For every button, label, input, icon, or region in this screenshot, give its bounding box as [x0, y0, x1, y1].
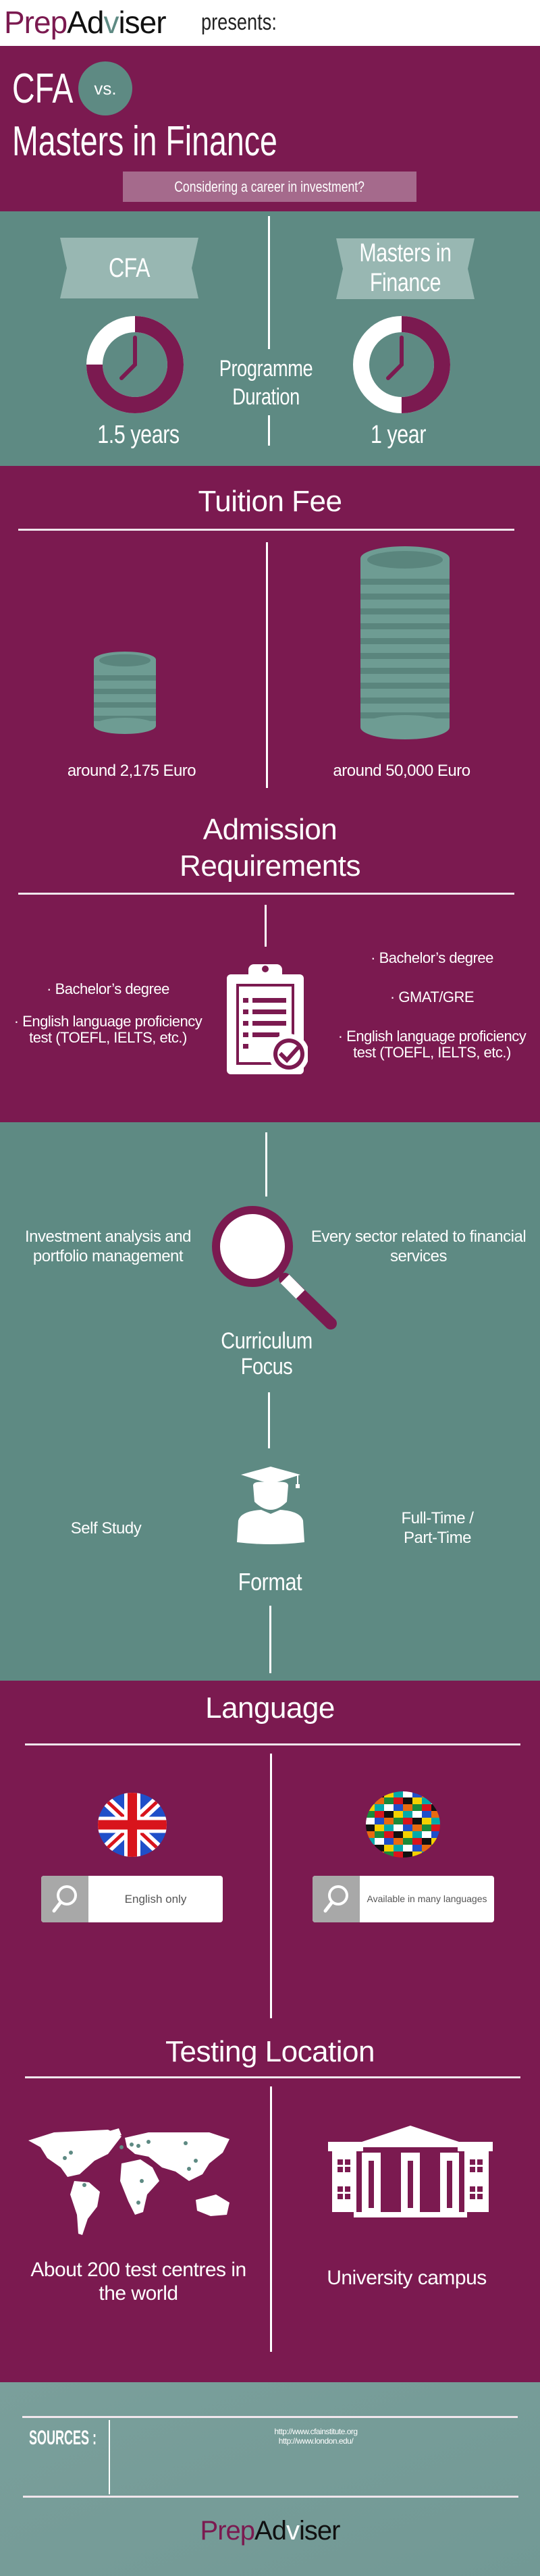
- clock-icon-masters: [353, 316, 450, 413]
- source-link[interactable]: http://www.london.edu/: [278, 2436, 354, 2446]
- many-languages-search-field[interactable]: Available in many languages: [313, 1876, 494, 1922]
- cfa-admission-list: · Bachelor’s degree · English language p…: [7, 981, 209, 1046]
- header: PrepAdviser presents:: [0, 0, 540, 46]
- source-link[interactable]: http://www.cfainstitute.org: [274, 2427, 358, 2436]
- sources-list: http://www.cfainstitute.org http://www.l…: [230, 2427, 402, 2446]
- divider: [268, 415, 270, 446]
- divider: [268, 1392, 270, 1448]
- requirement-item: · Bachelor’s degree: [371, 949, 493, 966]
- vs-badge: vs.: [78, 61, 132, 115]
- presents-label: presents:: [201, 9, 277, 35]
- title-masters: Masters in Finance: [12, 118, 277, 165]
- clipboard-check-icon: [227, 964, 308, 1074]
- graduate-icon: [237, 1467, 304, 1544]
- search-icon: [41, 1876, 88, 1922]
- divider: [22, 2416, 518, 2418]
- masters-duration-value: 1 year: [370, 421, 427, 449]
- testing-location-title: Testing Location: [165, 2035, 375, 2068]
- coin-stack-large-icon: [360, 546, 450, 739]
- world-flags-globe-icon: [366, 1791, 440, 1858]
- requirement-item: · GMAT/GRE: [389, 989, 475, 1005]
- cfa-tuition-value: around 2,175 Euro: [67, 762, 196, 780]
- format-label: Format: [238, 1568, 302, 1596]
- language-testing-section: Language English only Available in many …: [0, 1681, 540, 2382]
- cfa-duration-value: 1.5 years: [97, 421, 180, 449]
- masters-format: Full-Time /Part-Time: [401, 1509, 474, 1547]
- divider: [25, 1743, 520, 1745]
- masters-admission-list: · Bachelor’s degree · GMAT/GRE · English…: [331, 950, 533, 1061]
- english-only-search-field[interactable]: English only: [41, 1876, 223, 1922]
- divider: [109, 2420, 110, 2494]
- divider: [265, 1132, 267, 1197]
- divider: [265, 905, 267, 947]
- search-field-value: Available in many languages: [367, 1893, 487, 1904]
- cfa-ribbon: [60, 238, 198, 298]
- divider: [268, 216, 270, 349]
- programme-duration-label: Programme Duration: [219, 356, 313, 410]
- divider: [25, 2076, 520, 2078]
- requirement-item: · English language proficiency: [14, 1013, 202, 1030]
- requirement-item: · Bachelor’s degree: [47, 980, 169, 997]
- world-map-icon: [28, 2128, 230, 2235]
- ribbon-cfa-label: CFA: [108, 253, 151, 283]
- masters-tuition-value: around 50,000 Euro: [333, 762, 470, 780]
- divider: [270, 2086, 272, 2352]
- divider: [18, 893, 514, 895]
- tuition-title: Tuition Fee: [198, 485, 342, 518]
- language-title: Language: [205, 1691, 335, 1725]
- prepadviser-logo: PrepAdviser: [4, 5, 167, 40]
- masters-testing-location: University campus: [327, 2267, 487, 2289]
- magnifier-icon: [212, 1206, 337, 1330]
- search-field-value: English only: [124, 1893, 187, 1905]
- uk-flag-icon: [98, 1793, 167, 1857]
- ribbon-masters-label: Masters in Finance: [359, 239, 452, 297]
- tuition-admission-section: Tuition Fee around 2,175 Euro around 50,…: [0, 466, 540, 1122]
- footer: SOURCES : http://www.cfainstitute.org ht…: [0, 2382, 540, 2576]
- divider: [18, 529, 514, 531]
- masters-ribbon: [336, 238, 475, 299]
- divider: [269, 1606, 271, 1673]
- title-section: CFA vs. Masters in Finance Considering a…: [0, 46, 540, 211]
- cfa-format: Self Study: [70, 1519, 142, 1537]
- requirement-item: · English language proficiency: [338, 1028, 526, 1045]
- subtitle-pill: Considering a career in investment?: [123, 172, 416, 202]
- university-building-icon: [328, 2126, 493, 2217]
- duration-section: CFA Masters in Finance Programme Duratio…: [0, 211, 540, 466]
- divider: [270, 1754, 272, 2018]
- divider: [266, 542, 268, 788]
- title-cfa: CFA: [12, 65, 74, 112]
- search-icon: [313, 1876, 360, 1922]
- divider: [23, 2496, 518, 2498]
- footer-prepadviser-logo: PrepAdviser: [200, 2516, 341, 2546]
- sources-label: SOURCES :: [29, 2427, 97, 2449]
- coin-stack-small-icon: [94, 652, 156, 734]
- clock-icon-cfa: [86, 316, 184, 413]
